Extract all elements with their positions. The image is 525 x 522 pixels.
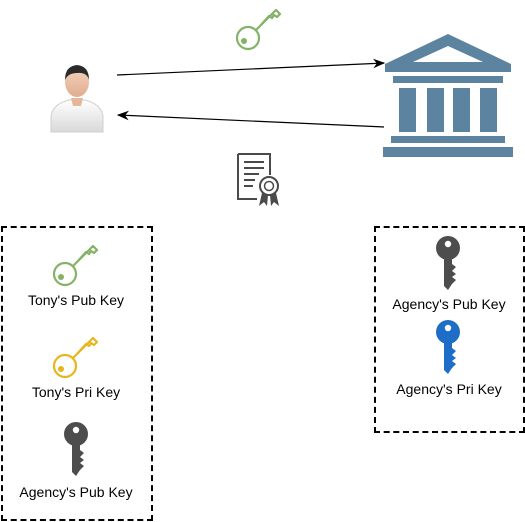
dark-key-icon	[436, 236, 460, 290]
left-agency-pub-key-label: Agency's Pub Key	[19, 484, 133, 500]
bank-building-icon	[383, 34, 513, 157]
yellow-key-icon	[52, 336, 99, 379]
arrow-agency-to-user	[116, 110, 385, 128]
green-key-icon	[52, 244, 99, 287]
right-agency-pub-key-label: Agency's Pub Key	[392, 296, 506, 312]
person-avatar-icon	[50, 65, 104, 133]
tony-pri-key-label: Tony's Pri Key	[31, 384, 121, 400]
dark-key-icon	[64, 422, 88, 476]
arrow-user-to-agency	[116, 58, 386, 76]
tony-keyring-box	[1, 226, 153, 521]
certificate-icon	[237, 153, 279, 206]
blue-key-icon	[436, 320, 460, 374]
tony-pub-key-label: Tony's Pub Key	[27, 292, 125, 308]
transit-green-key-icon	[235, 8, 282, 51]
agency-pri-key-label: Agency's Pri Key	[396, 381, 502, 397]
agency-keyring-box	[374, 226, 525, 433]
